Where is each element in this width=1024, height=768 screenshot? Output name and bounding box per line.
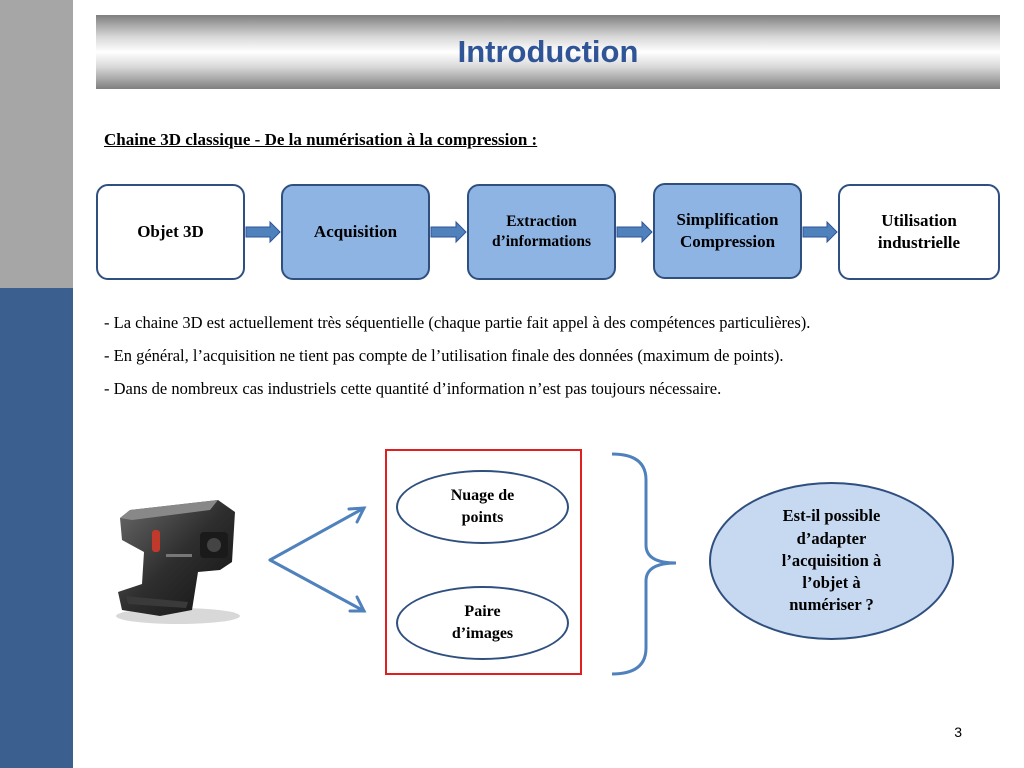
node-extraction-label-1: Extraction xyxy=(506,212,577,230)
output-nuage-points: Nuage de points xyxy=(396,470,569,544)
node-extraction: Extraction d’informations xyxy=(467,184,616,280)
output-paire-label-1: Paire xyxy=(464,603,501,621)
output-paire-label-2: d’images xyxy=(451,625,514,642)
node-extraction-label-2: d’informations xyxy=(491,233,592,250)
node-simplification-label-1: Simplification xyxy=(676,209,779,229)
output-nuage-label-1: Nuage de xyxy=(450,487,515,505)
bullet-list: - La chaine 3D est actuellement très séq… xyxy=(104,312,810,411)
node-utilisation-label-2: industrielle xyxy=(877,233,961,252)
page-number: 3 xyxy=(954,724,962,740)
question-line-1: Est-il possible xyxy=(782,506,881,526)
3d-scanner-icon xyxy=(116,500,240,624)
bullet-item: - La chaine 3D est actuellement très séq… xyxy=(104,313,811,332)
question-ellipse: Est-il possible d’adapter l’acquisition … xyxy=(709,482,954,640)
question-line-5: numériser ? xyxy=(789,595,874,615)
node-utilisation: Utilisation industrielle xyxy=(838,184,1000,280)
node-simplification: Simplification Compression xyxy=(653,183,802,279)
arrow-right-2 xyxy=(430,220,467,244)
node-objet-3d: Objet 3D xyxy=(96,184,245,280)
question-line-4: l’objet à xyxy=(802,573,861,593)
section-subtitle: Chaine 3D classique - De la numérisation… xyxy=(104,130,538,149)
question-line-2: d’adapter xyxy=(796,528,867,548)
outputs-frame xyxy=(385,449,582,675)
title-bar: Introduction xyxy=(96,15,1000,89)
sidebar-blue-band xyxy=(0,288,73,768)
bullet-item: - En général, l’acquisition ne tient pas… xyxy=(104,346,784,365)
arrow-right-1 xyxy=(245,220,281,244)
arrow-right-3 xyxy=(616,220,653,244)
node-objet-3d-label: Objet 3D xyxy=(137,221,204,241)
node-simplification-label-2: Compression xyxy=(679,232,776,251)
question-line-3: l’acquisition à xyxy=(781,550,882,570)
output-paire-images: Paire d’images xyxy=(396,586,569,660)
bullet-item: - Dans de nombreux cas industriels cette… xyxy=(104,379,722,398)
node-acquisition-label: Acquisition xyxy=(313,221,398,241)
node-acquisition: Acquisition xyxy=(281,184,430,280)
arrow-right-4 xyxy=(802,220,838,244)
node-utilisation-label-1: Utilisation xyxy=(881,210,957,230)
page-title: Introduction xyxy=(457,34,639,69)
output-nuage-label-2: points xyxy=(461,509,504,526)
sidebar-grey-band xyxy=(0,0,73,288)
